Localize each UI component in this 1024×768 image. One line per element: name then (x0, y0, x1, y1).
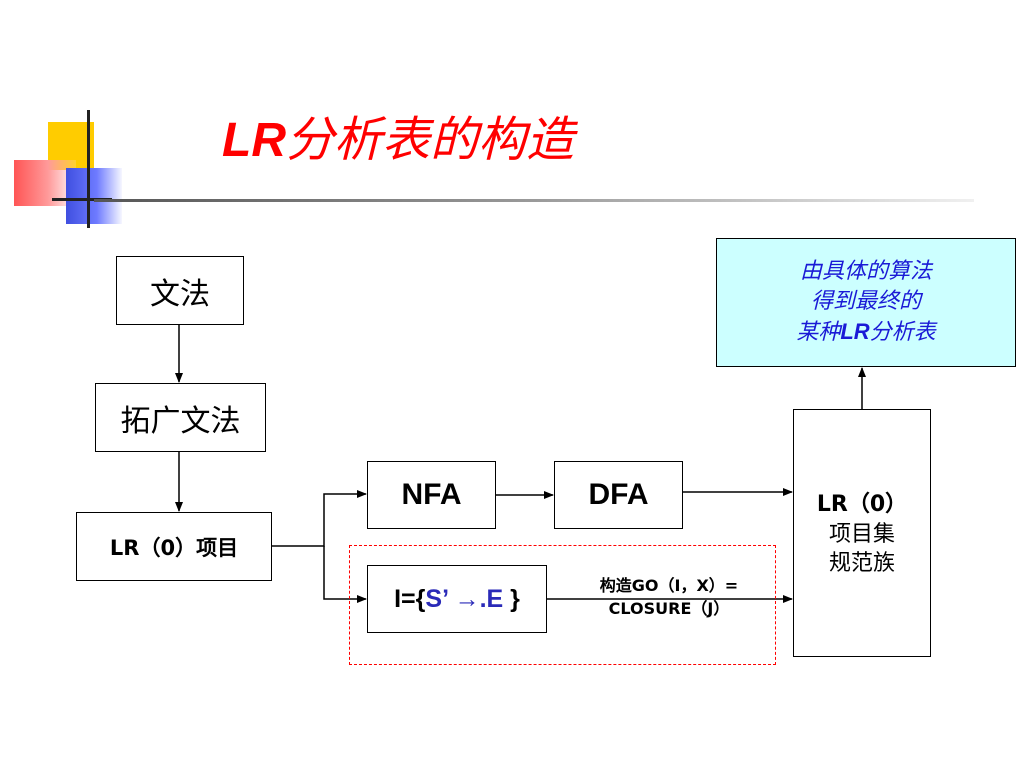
goto-closure-label: 构造GO（I，X）= CLOSURE（J） (556, 574, 782, 620)
nfa-node: NFA (367, 461, 496, 529)
initial-item-suffix: } (503, 584, 520, 613)
title-latin: LR (222, 114, 286, 167)
arrow-lr0-to-initial (323, 546, 367, 603)
lr0-items-node: LR（0）项目 (76, 512, 272, 581)
initial-item-set-node: I={S’ →.E } (367, 565, 547, 633)
note-line3-lr: LR (840, 318, 870, 344)
nfa-label: NFA (401, 478, 462, 511)
note-line3-post: 分析表 (869, 319, 936, 345)
note-line2: 得到最终的 (810, 289, 921, 315)
decor-vertical-line (87, 110, 90, 228)
goto-closure-line2: CLOSURE（J） (608, 599, 730, 619)
page-title: LR分析表的构造 (222, 112, 574, 170)
grammar-node: 文法 (116, 256, 244, 325)
title-underline (94, 199, 974, 202)
decor-blue-square (66, 168, 122, 224)
dfa-label: DFA (588, 478, 649, 511)
item-set-family-node: LR（0） 项目集 规范族 (793, 409, 931, 657)
family-line3: 规范族 (828, 551, 895, 577)
dfa-node: DFA (554, 461, 683, 529)
goto-closure-line1: 构造GO（I，X）= (599, 576, 739, 595)
initial-item-prefix: I={ (394, 584, 426, 613)
title-cjk: 分析表的构造 (285, 112, 574, 168)
augmented-grammar-label: 拓广文法 (120, 403, 241, 439)
decor-horizontal-line (52, 198, 112, 201)
family-line2: 项目集 (828, 521, 895, 547)
family-line1: LR（0） (816, 492, 908, 517)
augmented-grammar-node: 拓广文法 (95, 383, 266, 452)
lr0-items-label: LR（0）项目 (109, 535, 239, 560)
initial-item-body: S’ →.E (425, 584, 504, 613)
construction-region (349, 545, 776, 665)
result-note: 由具体的算法 得到最终的 某种LR分析表 (716, 238, 1016, 367)
note-line1: 由具体的算法 (799, 259, 932, 285)
note-line3: 某种LR分析表 (796, 317, 935, 348)
grammar-label: 文法 (150, 276, 210, 312)
note-line3-pre: 某种 (796, 319, 841, 345)
arrow-lr0-to-nfa (272, 490, 367, 547)
